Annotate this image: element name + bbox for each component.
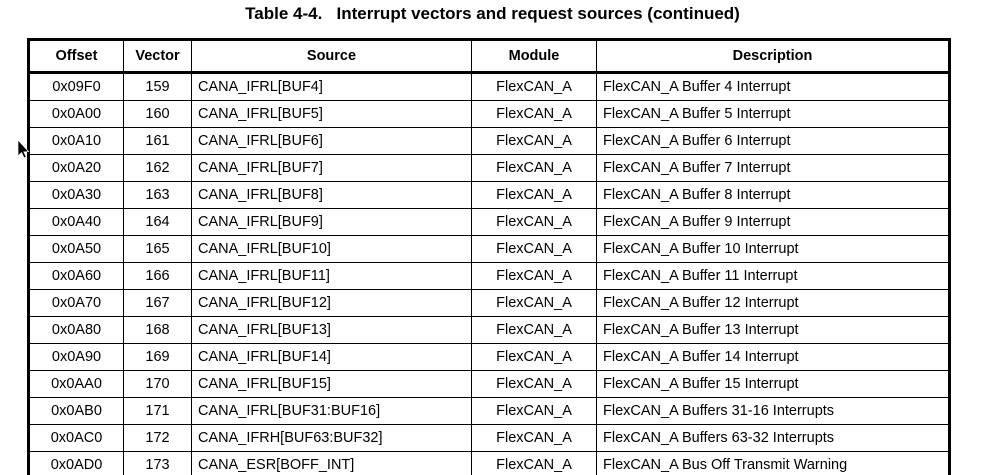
cell-module: FlexCAN_A xyxy=(471,397,597,425)
cell-description: FlexCAN_A Buffers 31-16 Interrupts xyxy=(596,397,951,425)
cell-vector: 172 xyxy=(123,424,192,452)
cell-description: FlexCAN_A Buffer 8 Interrupt xyxy=(596,181,951,209)
cell-vector: 169 xyxy=(123,343,192,371)
cell-source: CANA_IFRL[BUF10] xyxy=(191,235,472,263)
cell-vector: 168 xyxy=(123,316,192,344)
cell-module: FlexCAN_A xyxy=(471,208,597,236)
cell-source: CANA_IFRL[BUF6] xyxy=(191,127,472,155)
cell-vector: 171 xyxy=(123,397,192,425)
cell-description: FlexCAN_A Buffer 10 Interrupt xyxy=(596,235,951,263)
cell-source: CANA_ESR[BOFF_INT] xyxy=(191,451,472,475)
column-header-vector: Vector xyxy=(123,38,192,74)
cell-description: FlexCAN_A Buffer 15 Interrupt xyxy=(596,370,951,398)
cell-module: FlexCAN_A xyxy=(471,181,597,209)
cell-source: CANA_IFRL[BUF14] xyxy=(191,343,472,371)
cell-module: FlexCAN_A xyxy=(471,100,597,128)
column-header-description: Description xyxy=(596,38,951,74)
cell-source: CANA_IFRL[BUF8] xyxy=(191,181,472,209)
cell-source: CANA_IFRL[BUF4] xyxy=(191,72,472,101)
cell-vector: 163 xyxy=(123,181,192,209)
cell-offset: 0x0A00 xyxy=(27,100,124,128)
cell-description: FlexCAN_A Buffer 12 Interrupt xyxy=(596,289,951,317)
column-header-offset: Offset xyxy=(27,38,124,74)
cell-offset: 0x0A50 xyxy=(27,235,124,263)
cell-vector: 159 xyxy=(123,72,192,101)
cell-offset: 0x0A20 xyxy=(27,154,124,182)
table-caption: Table 4-4. Interrupt vectors and request… xyxy=(245,4,740,23)
cell-description: FlexCAN_A Buffer 9 Interrupt xyxy=(596,208,951,236)
cell-offset: 0x0A80 xyxy=(27,316,124,344)
cell-offset: 0x0AC0 xyxy=(27,424,124,452)
cell-offset: 0x0A10 xyxy=(27,127,124,155)
cell-vector: 173 xyxy=(123,451,192,475)
cell-vector: 160 xyxy=(123,100,192,128)
cell-offset: 0x0A60 xyxy=(27,262,124,290)
cell-source: CANA_IFRL[BUF9] xyxy=(191,208,472,236)
cell-offset: 0x0AB0 xyxy=(27,397,124,425)
cell-module: FlexCAN_A xyxy=(471,451,597,475)
cell-description: FlexCAN_A Bus Off Transmit Warning xyxy=(596,451,951,475)
cell-description: FlexCAN_A Buffer 11 Interrupt xyxy=(596,262,951,290)
cell-source: CANA_IFRL[BUF31:BUF16] xyxy=(191,397,472,425)
cell-source: CANA_IFRH[BUF63:BUF32] xyxy=(191,424,472,452)
cell-description: FlexCAN_A Buffer 14 Interrupt xyxy=(596,343,951,371)
cell-offset: 0x0A90 xyxy=(27,343,124,371)
cell-source: CANA_IFRL[BUF15] xyxy=(191,370,472,398)
cell-description: FlexCAN_A Buffer 7 Interrupt xyxy=(596,154,951,182)
cell-description: FlexCAN_A Buffer 4 Interrupt xyxy=(596,72,951,101)
cell-vector: 167 xyxy=(123,289,192,317)
cell-offset: 0x0AD0 xyxy=(27,451,124,475)
cell-description: FlexCAN_A Buffer 13 Interrupt xyxy=(596,316,951,344)
cell-module: FlexCAN_A xyxy=(471,370,597,398)
interrupt-vector-table: Offset Vector Source Module Description … xyxy=(27,38,951,475)
cell-module: FlexCAN_A xyxy=(471,316,597,344)
cell-module: FlexCAN_A xyxy=(471,424,597,452)
cell-vector: 161 xyxy=(123,127,192,155)
cell-vector: 162 xyxy=(123,154,192,182)
cell-offset: 0x0AA0 xyxy=(27,370,124,398)
cell-offset: 0x0A40 xyxy=(27,208,124,236)
cell-source: CANA_IFRL[BUF7] xyxy=(191,154,472,182)
cell-vector: 166 xyxy=(123,262,192,290)
cell-vector: 165 xyxy=(123,235,192,263)
cell-offset: 0x0A70 xyxy=(27,289,124,317)
cell-offset: 0x0A30 xyxy=(27,181,124,209)
cell-vector: 170 xyxy=(123,370,192,398)
cell-module: FlexCAN_A xyxy=(471,235,597,263)
cell-offset: 0x09F0 xyxy=(27,72,124,101)
cell-description: FlexCAN_A Buffer 6 Interrupt xyxy=(596,127,951,155)
cell-module: FlexCAN_A xyxy=(471,72,597,101)
cell-description: FlexCAN_A Buffer 5 Interrupt xyxy=(596,100,951,128)
cell-module: FlexCAN_A xyxy=(471,262,597,290)
column-header-module: Module xyxy=(471,38,597,74)
cell-source: CANA_IFRL[BUF11] xyxy=(191,262,472,290)
column-header-source: Source xyxy=(191,38,472,74)
cell-source: CANA_IFRL[BUF5] xyxy=(191,100,472,128)
cell-vector: 164 xyxy=(123,208,192,236)
cell-module: FlexCAN_A xyxy=(471,127,597,155)
cell-source: CANA_IFRL[BUF13] xyxy=(191,316,472,344)
cell-module: FlexCAN_A xyxy=(471,289,597,317)
cell-source: CANA_IFRL[BUF12] xyxy=(191,289,472,317)
table-header-row: Offset Vector Source Module Description xyxy=(27,38,951,74)
cell-module: FlexCAN_A xyxy=(471,154,597,182)
cell-module: FlexCAN_A xyxy=(471,343,597,371)
cell-description: FlexCAN_A Buffers 63-32 Interrupts xyxy=(596,424,951,452)
